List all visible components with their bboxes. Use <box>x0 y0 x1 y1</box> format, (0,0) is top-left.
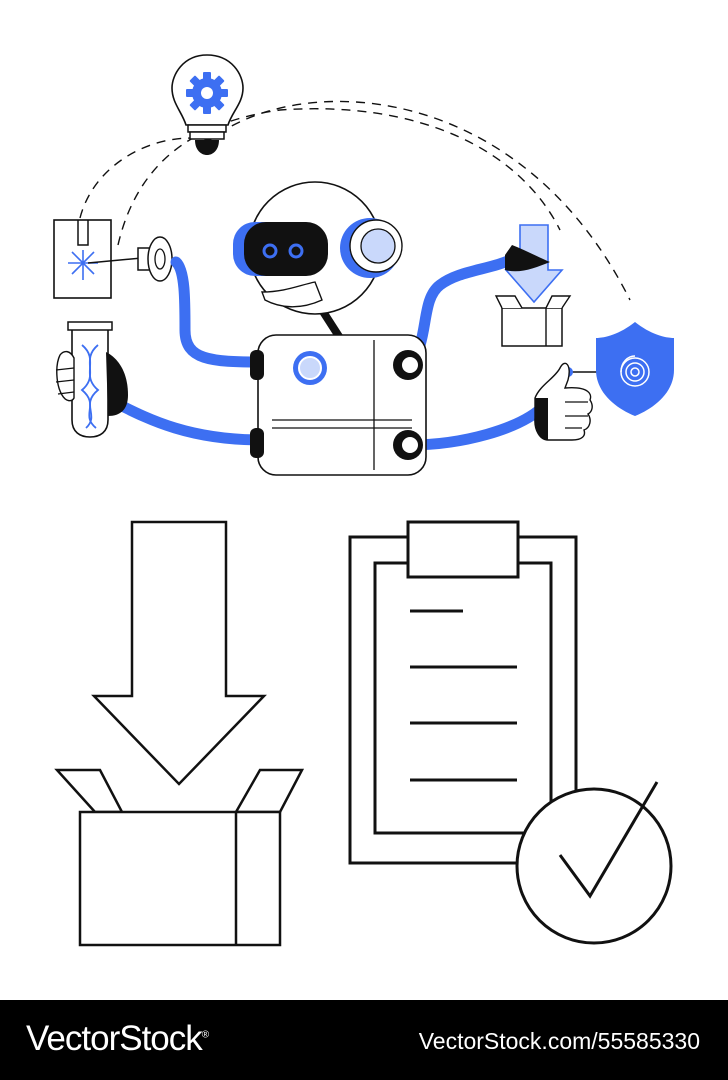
gear-icon <box>186 72 228 114</box>
checkmark-circle-icon <box>515 781 673 945</box>
registered-mark: ® <box>201 1029 209 1041</box>
gear-lightbulb-icon <box>171 54 244 155</box>
image-id: VectorStock.com/55585330 <box>418 1028 700 1054</box>
dashed-connection-arcs <box>79 100 631 301</box>
clipboard-icon <box>348 520 578 865</box>
watermark-footer: VectorStock® VectorStock.com/55585330 <box>0 1000 728 1080</box>
dna-test-tube-icon <box>55 321 128 438</box>
illustration <box>53 54 674 947</box>
robot-icon <box>233 181 427 476</box>
brand-name: VectorStock <box>26 1019 203 1058</box>
thumbs-up-hand-icon <box>534 362 593 441</box>
laser-cutter-icon <box>53 219 173 299</box>
arrow-into-box-icon <box>54 520 305 947</box>
brand-logo: VectorStock® <box>26 1019 209 1059</box>
fingerprint-shield-icon <box>563 322 674 416</box>
download-box-icon <box>494 224 572 347</box>
